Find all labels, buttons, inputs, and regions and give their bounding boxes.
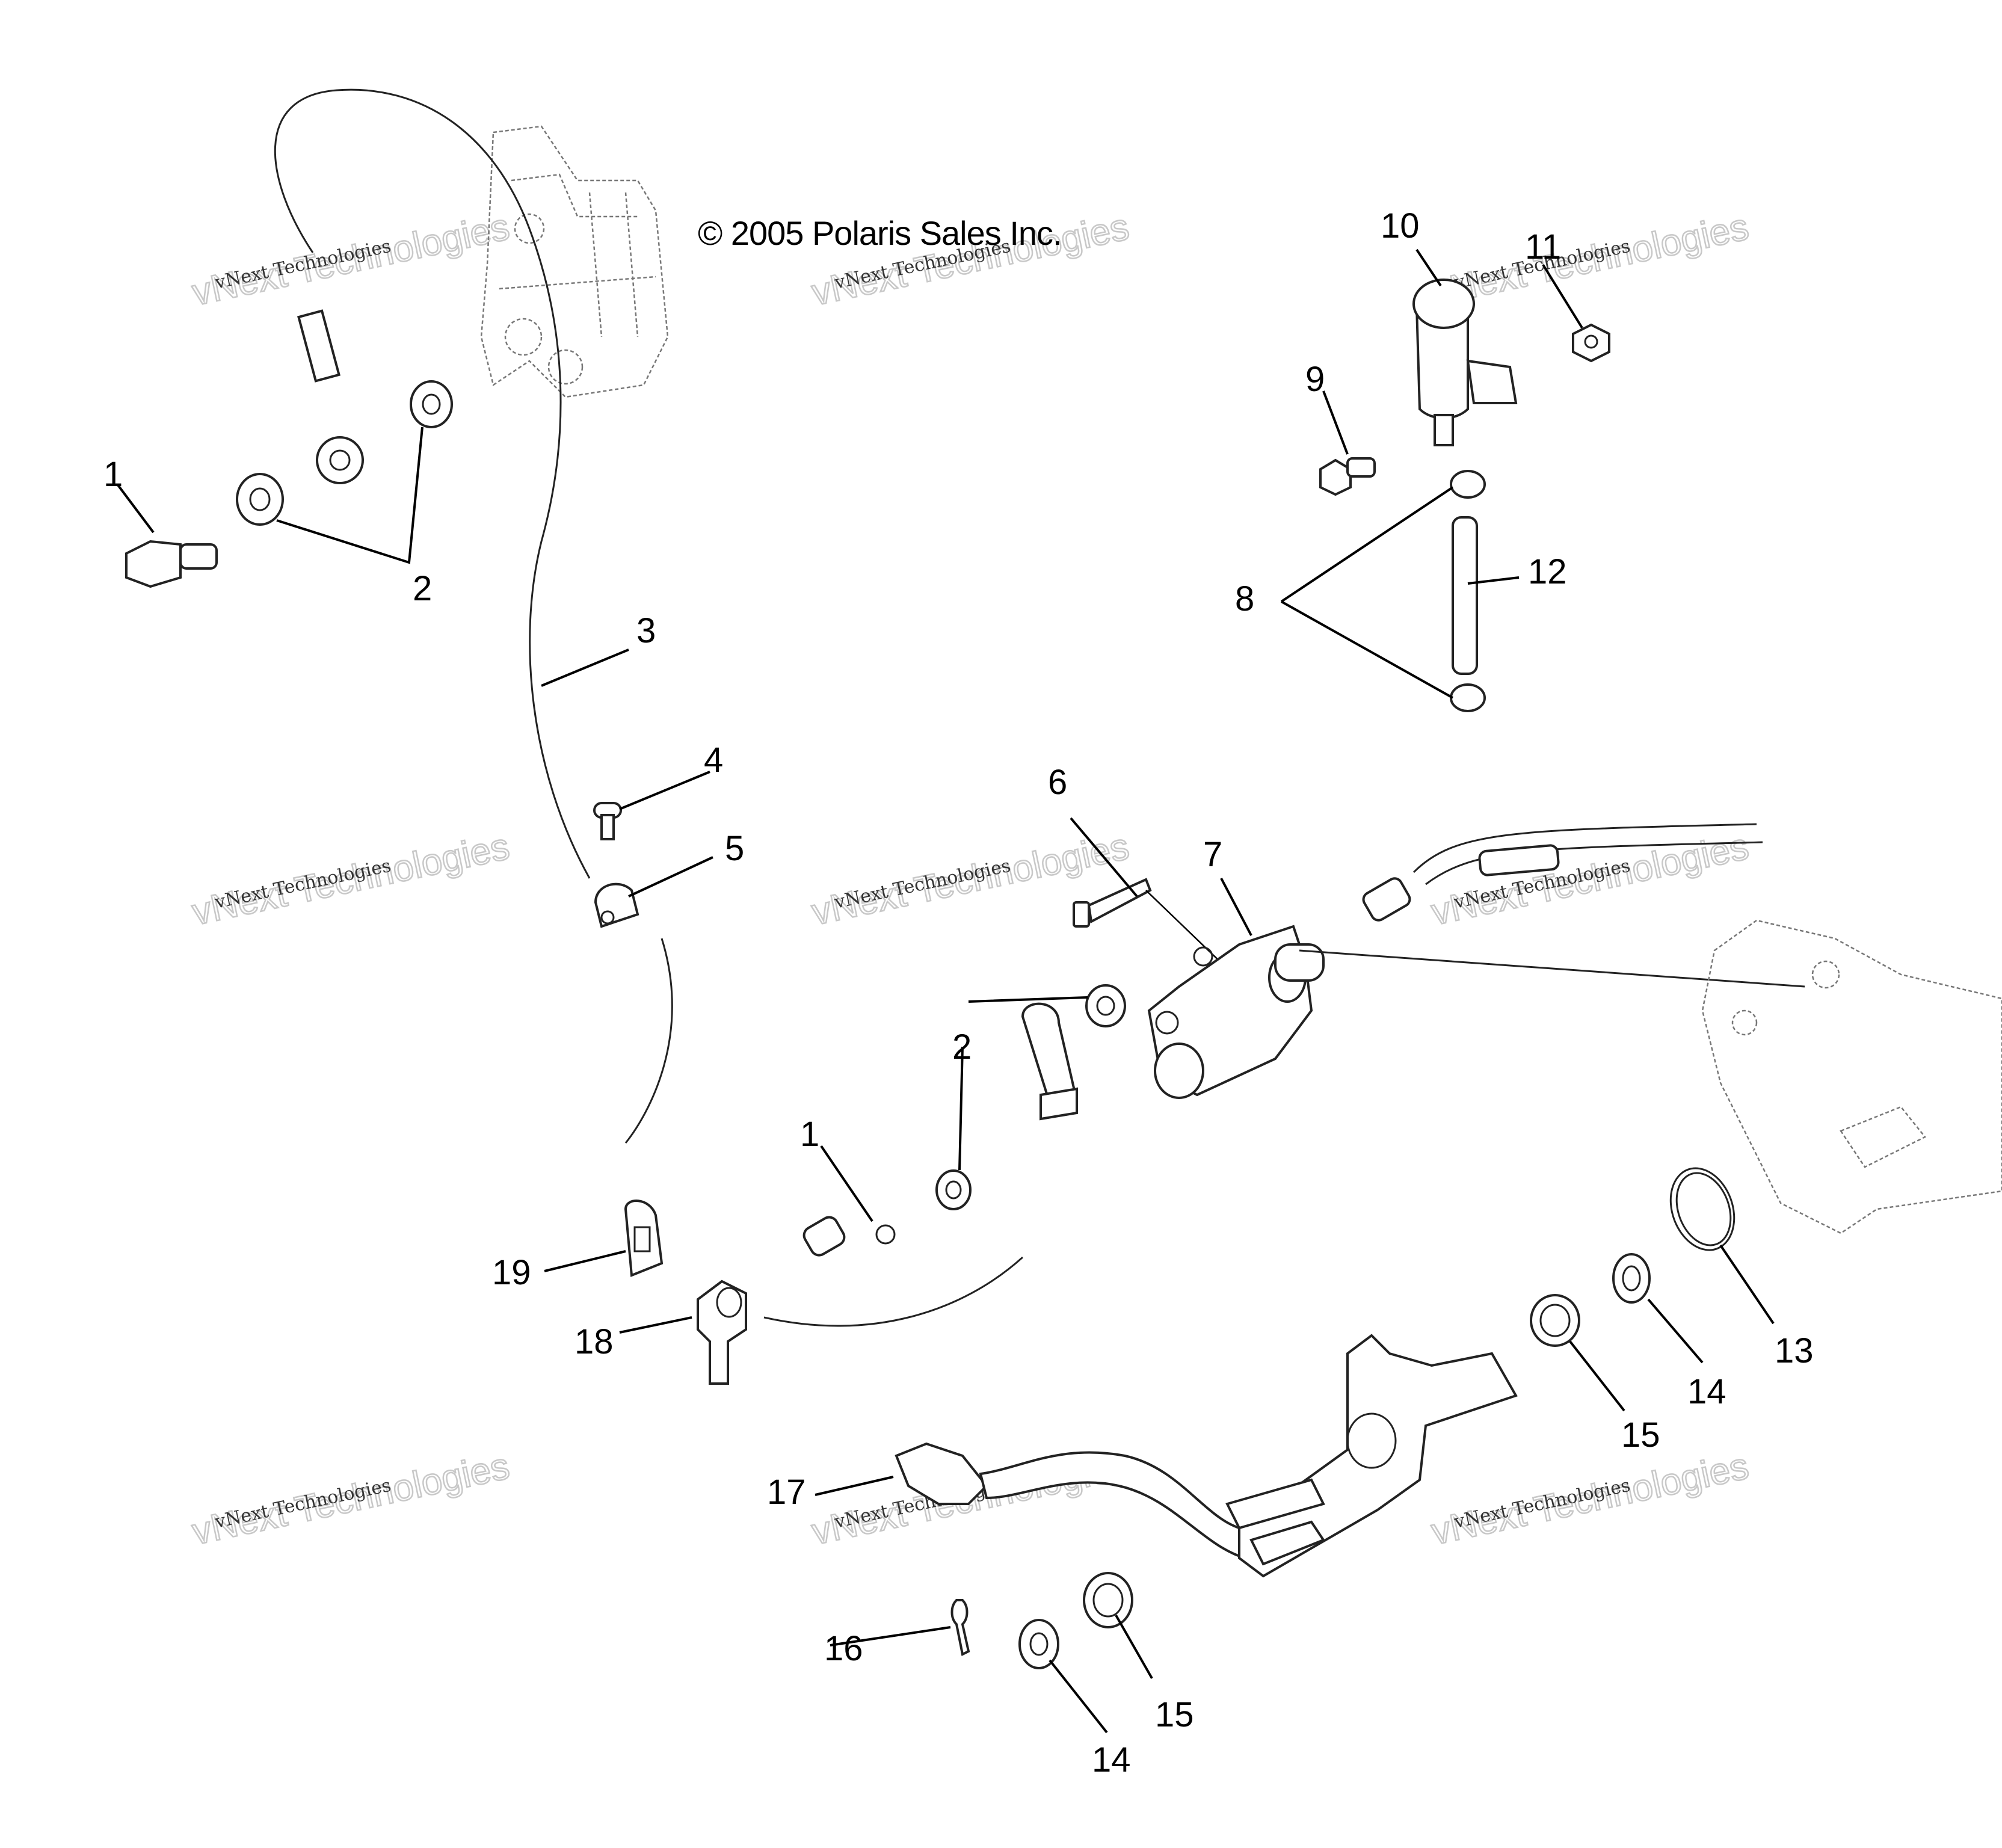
leader-lines <box>116 248 1775 1734</box>
part-5-clip <box>594 882 639 928</box>
part-17-brake-pedal <box>895 1334 1518 1578</box>
callout-12: 12 <box>1528 552 1567 591</box>
part-11-nut <box>1572 323 1610 363</box>
brake-line-upper <box>274 88 673 1144</box>
callout-14: 14 <box>1092 1740 1131 1779</box>
copyright-notice: © 2005 Polaris Sales Inc. <box>698 214 1062 252</box>
part-13-spring <box>1669 1167 1736 1251</box>
part-2-washers-mid <box>935 984 1126 1210</box>
callout-2: 2 <box>952 1027 972 1067</box>
brake-line-lower <box>763 1256 1024 1327</box>
part-14-washer-bottom <box>1018 1619 1059 1669</box>
callout-17: 17 <box>767 1473 806 1512</box>
part-4-screw <box>593 802 622 840</box>
callout-11: 11 <box>1525 227 1561 266</box>
callout-1: 1 <box>103 455 123 494</box>
part-1-bolt-top <box>125 540 218 588</box>
part-14-washer-right <box>1612 1253 1651 1304</box>
callout-6: 6 <box>1048 763 1067 802</box>
part-15-bushing-right <box>1530 1294 1580 1347</box>
right-hose <box>1362 823 1763 922</box>
part-12-tube <box>1452 516 1478 675</box>
callout-10: 10 <box>1381 206 1420 245</box>
part-9-bolt <box>1319 457 1376 496</box>
callout-18: 18 <box>574 1322 614 1361</box>
callout-16: 16 <box>824 1629 863 1668</box>
master-cylinder-guide-line <box>1299 949 1805 988</box>
callout-7: 7 <box>1203 835 1222 874</box>
part-18-bracket <box>697 1280 747 1385</box>
pin-guide-line <box>1145 890 1228 969</box>
part-7-master-cylinder <box>1147 925 1325 1099</box>
callout-15: 15 <box>1621 1415 1660 1455</box>
callout-19: 19 <box>492 1253 531 1292</box>
mounting-bracket-ghost <box>1701 919 2002 1234</box>
callout-1: 1 <box>800 1115 819 1154</box>
part-2-washers-top <box>236 380 453 526</box>
callout-labels: 1 2 3 4 5 6 7 8 9 10 11 12 13 14 15 1 2 … <box>103 206 1814 1779</box>
callout-9: 9 <box>1305 360 1325 399</box>
part-1-bolt-mid <box>802 1216 896 1257</box>
banjo-tube <box>1021 1002 1079 1121</box>
callout-2: 2 <box>413 569 432 608</box>
part-15-bushing-bottom <box>1083 1572 1133 1628</box>
callout-15: 15 <box>1155 1695 1194 1734</box>
part-19-clip <box>624 1200 664 1277</box>
callout-5: 5 <box>725 829 744 868</box>
callout-3: 3 <box>636 611 656 650</box>
part-10-reservoir <box>1412 279 1518 446</box>
hose-fitting <box>297 309 341 383</box>
part-6-pin <box>1073 878 1152 928</box>
part-16-cotter-pin <box>950 1599 970 1656</box>
banjo-fitting <box>316 436 364 484</box>
callout-13: 13 <box>1775 1331 1814 1370</box>
callout-8: 8 <box>1235 579 1254 618</box>
callout-14: 14 <box>1687 1372 1726 1411</box>
callout-4: 4 <box>704 741 723 780</box>
brake-caliper-ghost <box>480 125 669 398</box>
